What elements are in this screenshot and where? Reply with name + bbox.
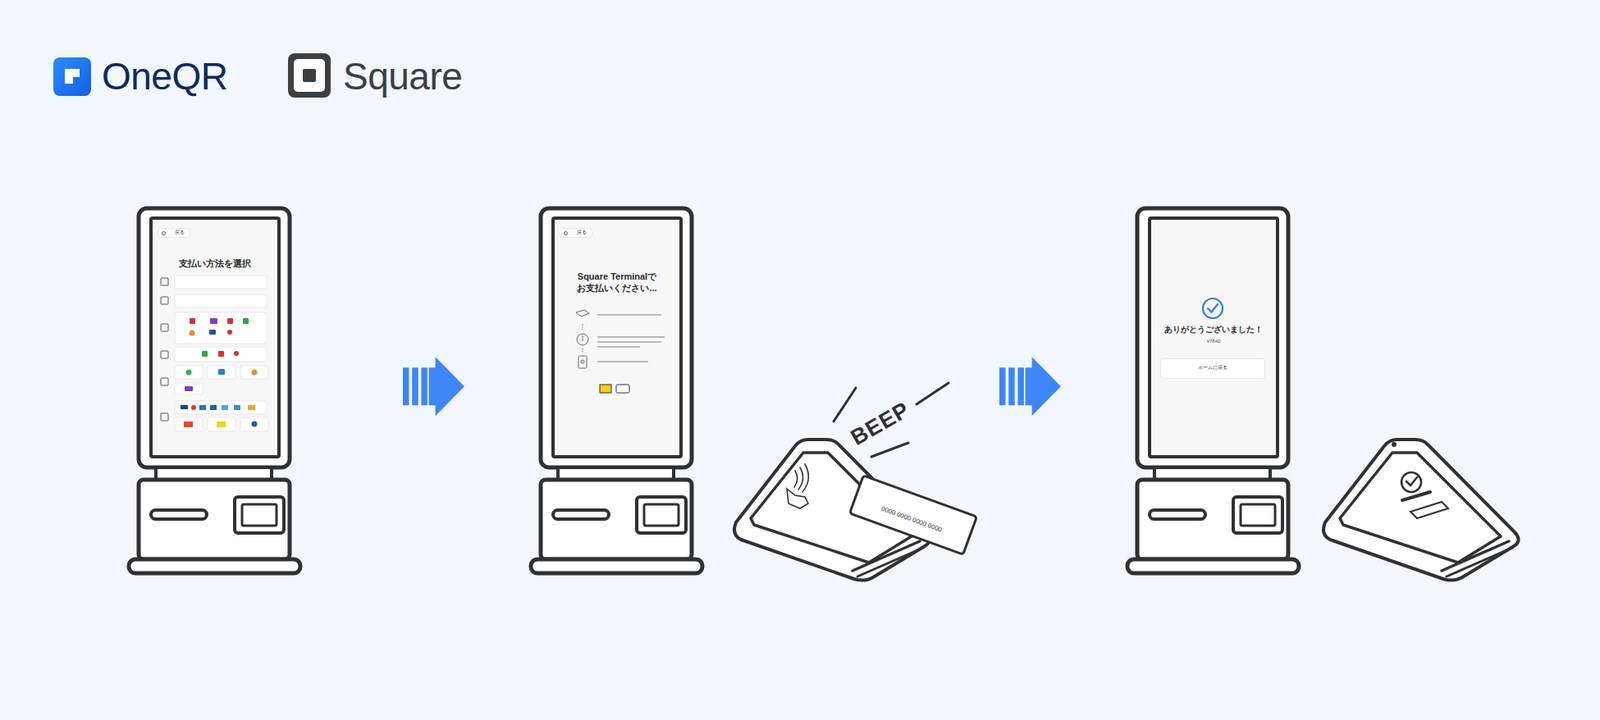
back-icon (161, 231, 166, 236)
square-logo-icon (288, 53, 331, 98)
amount-text: ¥7840 (1206, 338, 1221, 345)
kiosk (530, 208, 703, 574)
screen-heading: ありがとうございました！ (1164, 324, 1263, 334)
screen-heading: 支払い方法を選択 (178, 258, 252, 270)
payment-method-list (160, 275, 269, 432)
kiosk-screen: 戻る Square Terminalで お支払いください... (553, 218, 682, 458)
brand-name: OneQR (101, 57, 228, 96)
kiosk (128, 208, 301, 574)
back-button: 戻る (158, 228, 190, 238)
button-text: 0000 0000 0000 0000 (880, 505, 943, 535)
kiosk-screen: 戻る支払い方法を選択 (150, 218, 279, 458)
home-button: ホームに戻る (1161, 359, 1265, 379)
screen-heading: Square Terminalで お支払いください... (571, 270, 663, 295)
payment-steps (576, 310, 665, 394)
button-text: ホームに戻る (1197, 365, 1228, 371)
button-text: 戻る (174, 229, 185, 236)
back-button: 戻る (560, 228, 592, 238)
flow-arrow (402, 356, 465, 416)
flow-arrow (999, 356, 1061, 416)
button-text: 戻る (576, 229, 587, 236)
payment-card: 0000 0000 0000 0000 (848, 474, 979, 557)
oneqr-logo-icon (53, 57, 92, 96)
square-terminal (1323, 439, 1519, 581)
kiosk (1127, 208, 1299, 574)
beep-lines (833, 383, 949, 458)
success-check (1202, 298, 1223, 319)
brand-name: Square (342, 57, 462, 96)
sound-effect: BEEP (847, 398, 915, 450)
kiosk-screen: ホームに戻る ありがとうございました！ ¥7840 (1149, 218, 1278, 458)
back-icon (563, 231, 568, 236)
